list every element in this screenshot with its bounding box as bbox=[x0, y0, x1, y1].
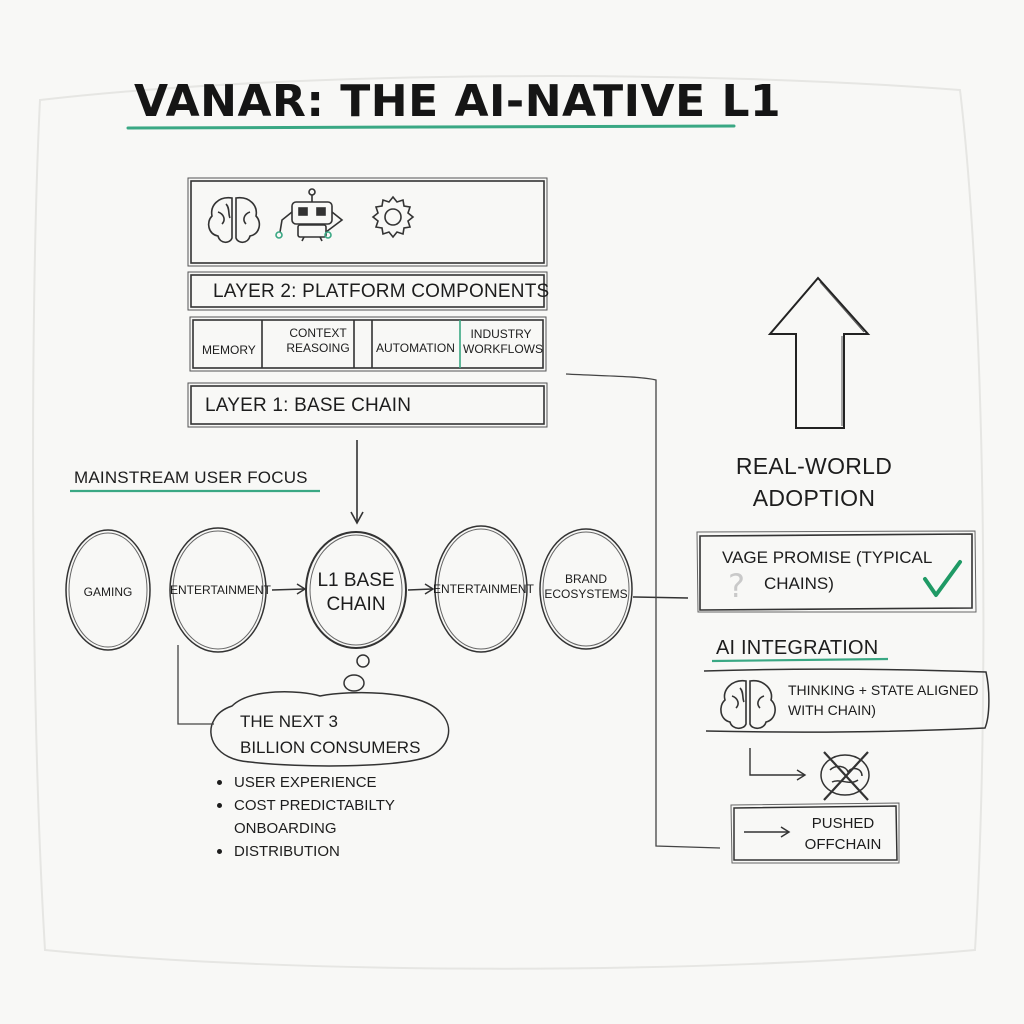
brain-icon-2 bbox=[721, 681, 775, 729]
component-automation: AUTOMATION bbox=[376, 341, 455, 356]
icon-box bbox=[188, 178, 547, 266]
circle-entertainment-left-label: ENTERTAINMENT bbox=[170, 583, 266, 598]
bullet-list: USER EXPERIENCE COST PREDICTABILTY ONBOA… bbox=[214, 771, 395, 863]
bullet-item: ONBOARDING bbox=[214, 817, 395, 840]
gear-icon bbox=[373, 197, 413, 237]
bullet-item: DISTRIBUTION bbox=[214, 840, 395, 863]
layer1-label: LAYER 1: BASE CHAIN bbox=[205, 395, 411, 417]
component-context-reasoning: CONTEXT REASOING bbox=[286, 326, 350, 356]
mainstream-heading: MAINSTREAM USER FOCUS bbox=[74, 468, 308, 488]
layer2-label: LAYER 2: PLATFORM COMPONENTS bbox=[213, 281, 549, 303]
ai-integration-heading: AI INTEGRATION bbox=[716, 637, 878, 660]
pushed-offchain-text: PUSHED OFFCHAIN bbox=[796, 813, 890, 855]
robot-icon bbox=[276, 189, 342, 241]
page-title: VANAR: THE AI-NATIVE L1 bbox=[134, 76, 781, 127]
thinking-text: THINKING + STATE ALIGNED WITH CHAIN) bbox=[788, 680, 978, 720]
brain-icon bbox=[209, 198, 260, 243]
crossed-brain-icon bbox=[821, 752, 869, 800]
component-industry-workflows: INDUSTRY WORKFLOWS bbox=[463, 327, 539, 357]
adoption-arrow bbox=[770, 278, 868, 428]
circle-entertainment-right-label: ENTERTAINMENT bbox=[433, 582, 529, 597]
layer1-to-l1-arrow bbox=[351, 440, 363, 523]
cloud-text: THE NEXT 3 BILLION CONSUMERS bbox=[240, 709, 420, 761]
bullet-item: USER EXPERIENCE bbox=[214, 771, 395, 794]
component-memory: MEMORY bbox=[202, 343, 256, 358]
adoption-label: REAL-WORLD ADOPTION bbox=[706, 450, 922, 514]
bullet-item: COST PREDICTABILTY bbox=[214, 794, 395, 817]
circle-brand-ecosystems-label: BRAND ECOSYSTEMS bbox=[540, 572, 632, 602]
circle-gaming-label: GAMING bbox=[70, 585, 146, 600]
circle-l1-base-chain-label: L1 BASE CHAIN bbox=[312, 569, 400, 617]
